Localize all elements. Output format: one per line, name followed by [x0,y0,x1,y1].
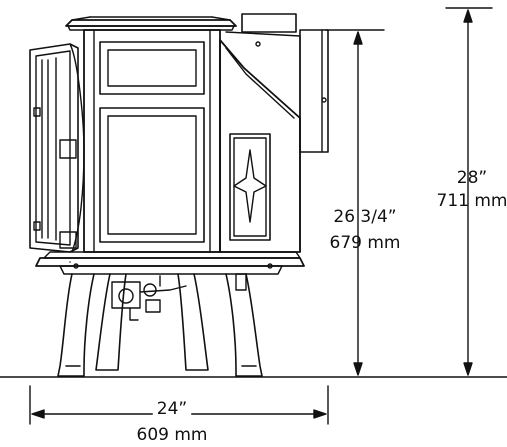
height-total-imperial-label: 28” [457,168,487,188]
stove-drawing [29,13,329,377]
height-body-metric-label: 679 mm [330,233,401,253]
stove-side-section [219,39,301,253]
height-total-metric-label: 711 mm [437,191,507,211]
stove-body [83,29,221,253]
height-body-imperial-label: 26 3/4” [333,207,396,227]
stove-door-open [29,43,85,253]
stove-blower-assembly [111,273,247,321]
stove-base [35,251,305,275]
dimension-height-total [445,7,493,376]
stove-flue-box [225,13,329,253]
width-imperial-label: 24” [157,399,187,419]
stove-legs [57,273,263,377]
width-metric-label: 609 mm [137,425,208,445]
dimension-height-body [325,29,385,376]
star-ornament [233,149,267,223]
width-label-backing [152,398,192,420]
stove-top [65,16,237,31]
